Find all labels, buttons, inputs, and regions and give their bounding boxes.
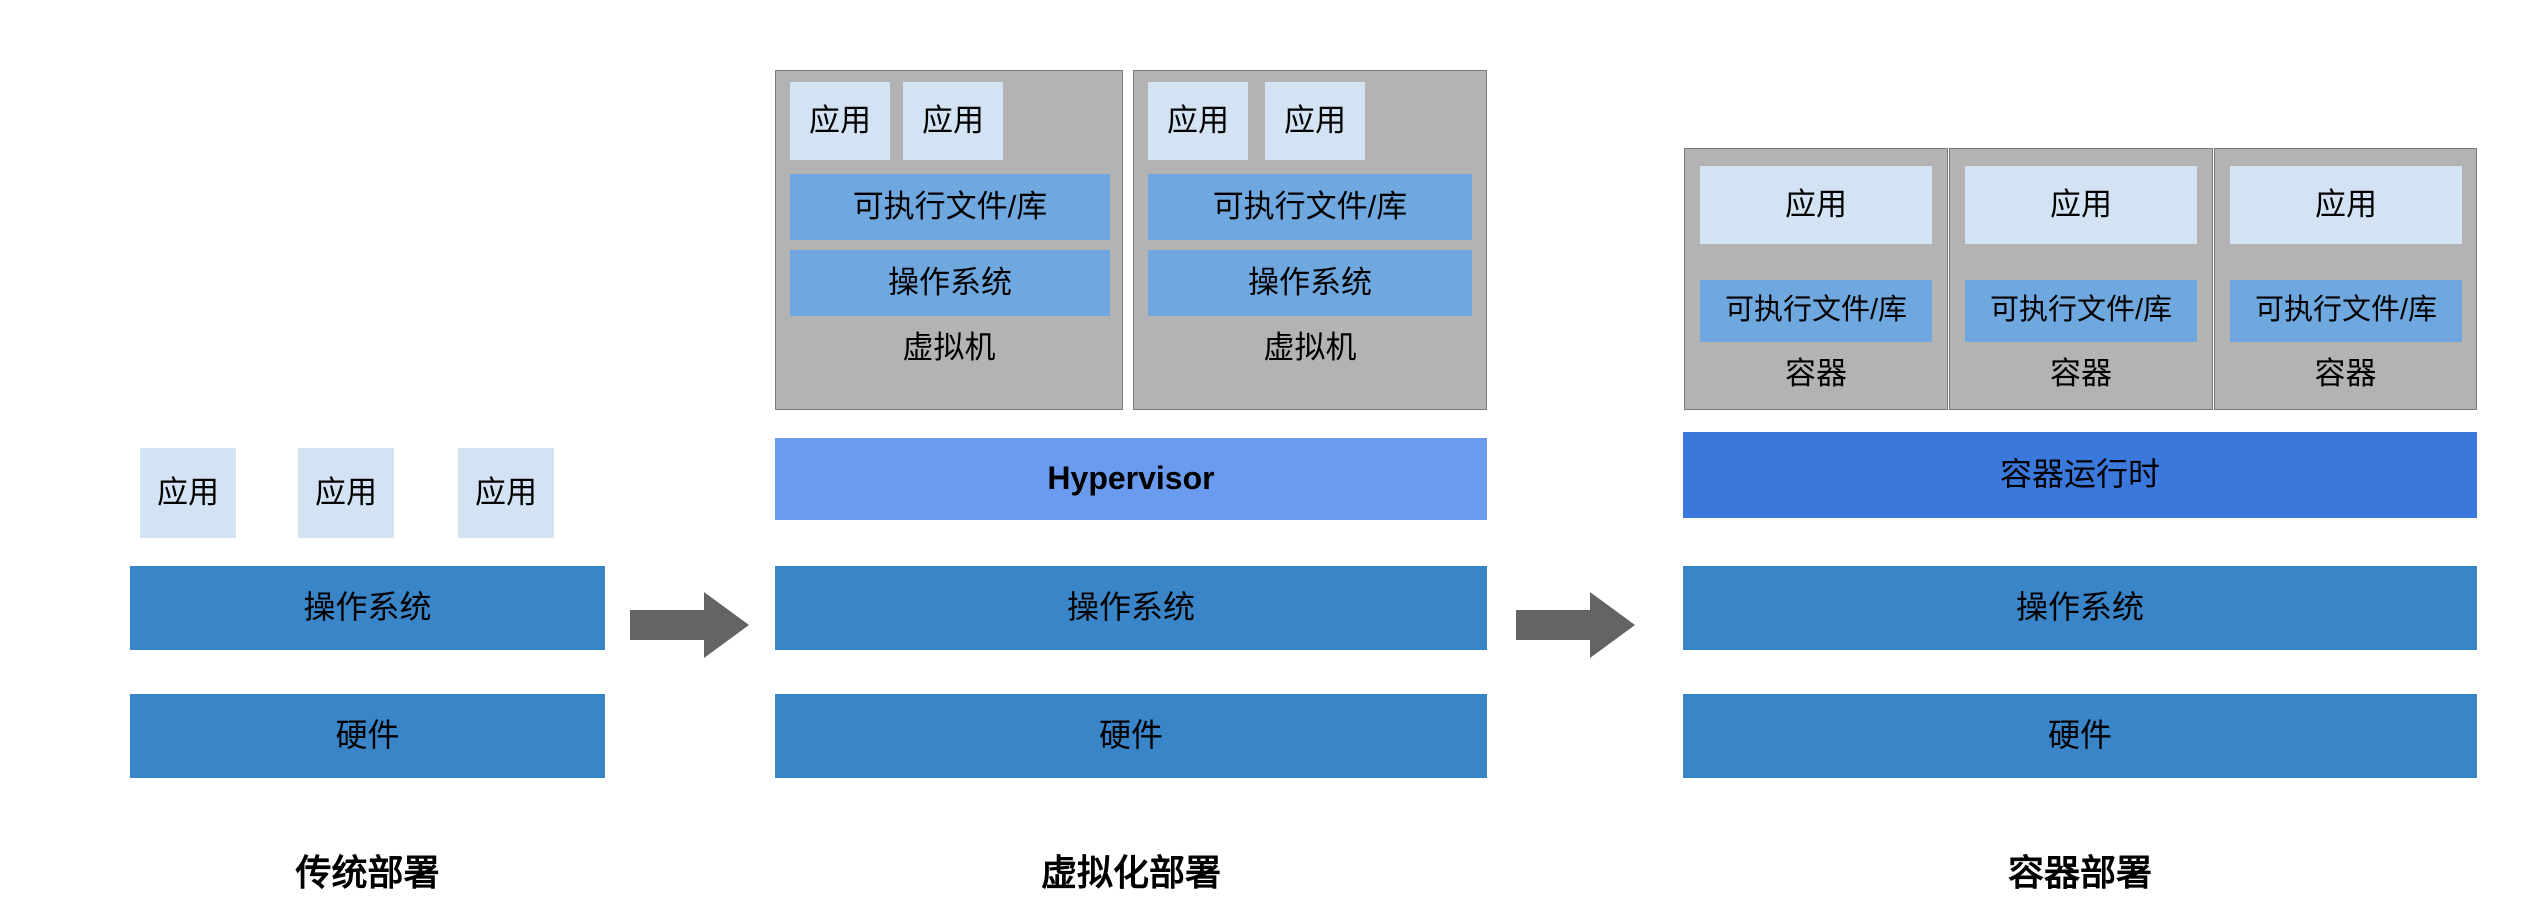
hardware-bar: 硬件: [1683, 694, 2477, 778]
container-label-wrap: 容器: [1684, 346, 1948, 402]
container-runtime-label: 容器运行时: [1999, 456, 2160, 493]
libs-label: 可执行文件/库: [852, 188, 1048, 224]
os-bar: 操作系统: [775, 566, 1487, 650]
app-box: 应用: [790, 82, 890, 160]
libs-box: 可执行文件/库: [1148, 174, 1472, 240]
os-bar: 操作系统: [1683, 566, 2477, 650]
hardware-label: 硬件: [335, 717, 400, 754]
os-label: 操作系统: [303, 589, 432, 626]
guest-os-box: 操作系统: [1148, 250, 1472, 316]
libs-label: 可执行文件/库: [1989, 294, 2173, 327]
hypervisor-bar: Hypervisor: [775, 438, 1487, 520]
guest-os-label: 操作系统: [888, 264, 1012, 300]
os-label: 操作系统: [1066, 589, 1195, 626]
container-label-wrap: 容器: [2214, 346, 2477, 402]
app-box: 应用: [1265, 82, 1365, 160]
app-label: 应用: [809, 102, 871, 138]
app-label: 应用: [157, 474, 219, 510]
app-label: 应用: [922, 102, 984, 138]
vm-label-wrap: 虚拟机: [775, 320, 1123, 376]
app-box: 应用: [140, 448, 236, 538]
hardware-label: 硬件: [2047, 717, 2112, 754]
container-label: 容器: [1785, 355, 1847, 391]
arrow-virtualized-to-containerized-icon: [1516, 590, 1636, 660]
container-label: 容器: [2050, 355, 2112, 391]
vm-label-wrap: 虚拟机: [1133, 320, 1487, 376]
app-label: 应用: [475, 474, 537, 510]
libs-box: 可执行文件/库: [1965, 280, 2197, 342]
libs-box: 可执行文件/库: [1700, 280, 1932, 342]
app-label: 应用: [315, 474, 377, 510]
panel-caption-containerized: 容器部署: [2007, 852, 2152, 893]
vm-label: 虚拟机: [902, 329, 996, 365]
vm-label: 虚拟机: [1263, 329, 1357, 365]
app-label: 应用: [2050, 186, 2112, 222]
app-box: 应用: [2230, 166, 2462, 244]
app-box: 应用: [458, 448, 554, 538]
app-label: 应用: [1167, 102, 1229, 138]
app-box: 应用: [1700, 166, 1932, 244]
container-label-wrap: 容器: [1949, 346, 2213, 402]
hypervisor-label: Hypervisor: [1047, 460, 1215, 497]
hardware-bar: 硬件: [775, 694, 1487, 778]
app-label: 应用: [2315, 186, 2377, 222]
container-label: 容器: [2314, 355, 2377, 391]
libs-box: 可执行文件/库: [2230, 280, 2462, 342]
guest-os-box: 操作系统: [790, 250, 1110, 316]
libs-label: 可执行文件/库: [2254, 294, 2438, 327]
libs-label: 可执行文件/库: [1212, 188, 1408, 224]
app-box: 应用: [1965, 166, 2197, 244]
app-box: 应用: [903, 82, 1003, 160]
container-runtime-bar: 容器运行时: [1683, 432, 2477, 518]
app-box: 应用: [1148, 82, 1248, 160]
panel-caption-traditional: 传统部署: [295, 852, 440, 893]
app-label: 应用: [1284, 102, 1346, 138]
os-label: 操作系统: [2015, 589, 2144, 626]
arrow-traditional-to-virtualized-icon: [630, 590, 750, 660]
app-box: 应用: [298, 448, 394, 538]
app-label: 应用: [1785, 186, 1847, 222]
hardware-bar: 硬件: [130, 694, 605, 778]
libs-box: 可执行文件/库: [790, 174, 1110, 240]
guest-os-label: 操作系统: [1248, 264, 1372, 300]
hardware-label: 硬件: [1098, 717, 1163, 754]
libs-label: 可执行文件/库: [1724, 294, 1908, 327]
os-bar: 操作系统: [130, 566, 605, 650]
panel-caption-virtualized: 虚拟化部署: [1040, 852, 1221, 893]
